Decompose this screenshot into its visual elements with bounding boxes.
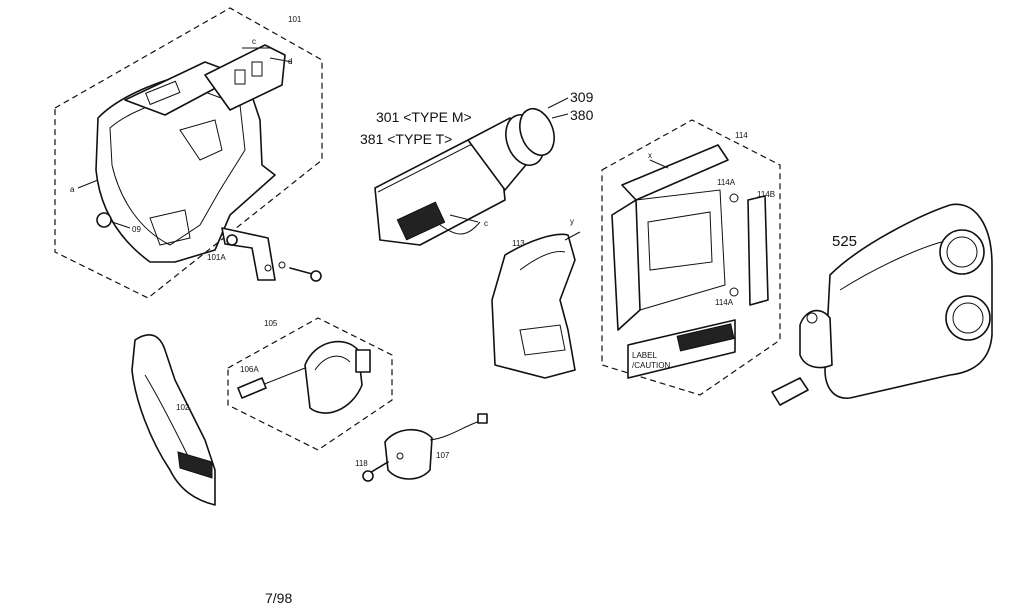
callout-525: 525 xyxy=(832,233,857,250)
part-113-grip-cover: 113 y xyxy=(491,217,581,379)
part-114b-strip xyxy=(747,195,769,306)
callout-c-top: c xyxy=(252,37,256,46)
leader-309 xyxy=(547,97,569,109)
frame-inner-window xyxy=(647,211,713,271)
callout-09: 09 xyxy=(132,225,141,234)
grip-contour-1 xyxy=(519,251,566,271)
callout-301-type-m: 301 <TYPE M> xyxy=(376,109,472,125)
part-301-viewfinder-group: 301 <TYPE M> 381 <TYPE T> 309 380 c xyxy=(360,89,594,246)
leader-d xyxy=(269,57,293,63)
part-107-mount-hole xyxy=(396,452,404,460)
viewfinder-connector xyxy=(396,201,446,241)
callout-113: 113 xyxy=(512,239,525,248)
callout-c-viewfinder: c xyxy=(484,219,488,228)
callout-114: 114 xyxy=(735,131,748,140)
callout-a: a xyxy=(70,185,75,194)
callout-102: 102 xyxy=(176,403,190,412)
callout-d: d xyxy=(288,57,292,66)
part-113-shell xyxy=(491,233,576,379)
callout-380: 380 xyxy=(570,107,594,123)
leader-c2 xyxy=(449,214,479,223)
hinge-assembly xyxy=(799,309,833,369)
viewfinder-cable xyxy=(439,221,481,235)
callout-114b: 114B xyxy=(757,190,775,199)
front-lens-lower-inner xyxy=(952,302,984,334)
part-114a-bottom-screw xyxy=(729,287,739,297)
part-118-screw-head xyxy=(362,470,374,482)
part-105-wire xyxy=(261,367,306,386)
callout-107: 107 xyxy=(436,451,450,460)
part-105-motor-group: 105 106A xyxy=(227,317,393,451)
bracket-hole-1 xyxy=(264,264,272,272)
callout-x: x xyxy=(648,151,652,160)
callout-y: y xyxy=(570,217,574,226)
callout-381-type-t: 381 <TYPE T> xyxy=(360,131,452,147)
part-525-front-body: 525 xyxy=(771,203,993,406)
callout-309: 309 xyxy=(570,89,594,105)
screw-head xyxy=(310,270,322,282)
part-107-body xyxy=(384,429,433,480)
part-309-eyecup xyxy=(519,107,555,157)
frame-side-panel xyxy=(611,199,641,331)
part-114a-top-screw xyxy=(729,193,739,203)
part-114-frame-group: 114 x 114A 114B 114A LABEL /CAUTION xyxy=(601,119,781,396)
housing-105-contour xyxy=(314,355,351,371)
part-107-cable xyxy=(429,419,483,441)
callout-101a: 101A xyxy=(207,253,226,262)
part-105-housing xyxy=(304,340,363,414)
bracket-slot-1 xyxy=(234,69,246,85)
label-caution-dark-strip xyxy=(676,323,735,352)
part-102-strap: 102 xyxy=(131,334,216,506)
cover-inner-part xyxy=(179,119,223,161)
part-101a-screw xyxy=(226,234,238,246)
leader-a xyxy=(77,179,99,189)
frame-back-panel xyxy=(635,189,726,311)
hinge-knob xyxy=(806,312,818,324)
bracket-hole-2 xyxy=(278,261,286,269)
leader-09 xyxy=(111,221,131,229)
leader-y xyxy=(564,231,581,241)
part-105-connector xyxy=(355,349,371,373)
frame-top-panel xyxy=(621,144,729,201)
cover-inner-line xyxy=(109,91,246,246)
strap-contour xyxy=(144,374,191,461)
part-107-motor: 107 118 xyxy=(355,413,488,482)
group-101-dashed-outline xyxy=(54,7,323,299)
part-107-connector xyxy=(477,413,488,424)
footer-date: 7/98 xyxy=(265,590,292,606)
grip-contour-2 xyxy=(519,324,566,356)
part-09-screw xyxy=(96,212,112,228)
callout-101: 101 xyxy=(288,15,302,24)
bracket-slot-2 xyxy=(251,61,263,77)
strap-buckle xyxy=(177,451,213,479)
callout-label: LABEL xyxy=(632,351,657,360)
callout-106a: 106A xyxy=(240,365,259,374)
cover-window xyxy=(145,80,181,106)
leader-x xyxy=(649,159,669,169)
part-101-top-cover-group: 101 09 101A a c d xyxy=(54,7,323,299)
front-lens-upper-inner xyxy=(946,236,978,268)
callout-118: 118 xyxy=(355,459,368,468)
front-lens-lower xyxy=(945,295,991,341)
callout-114a-bottom: 114A xyxy=(715,298,734,307)
housing-contour xyxy=(839,239,951,291)
cover-lower-flap xyxy=(149,209,191,246)
part-106a-plug xyxy=(237,377,267,399)
hinge-latch xyxy=(771,377,809,406)
leader-380 xyxy=(551,113,569,119)
part-102-strap-body xyxy=(131,334,216,506)
callout-caution: /CAUTION xyxy=(632,361,670,370)
callout-114a-top: 114A xyxy=(717,178,736,187)
group-114-dashed-outline xyxy=(601,119,781,396)
part-101-cover-shell xyxy=(95,71,276,263)
front-lens-upper xyxy=(939,229,985,275)
callout-105: 105 xyxy=(264,319,278,328)
group-105-dashed-outline xyxy=(227,317,393,451)
